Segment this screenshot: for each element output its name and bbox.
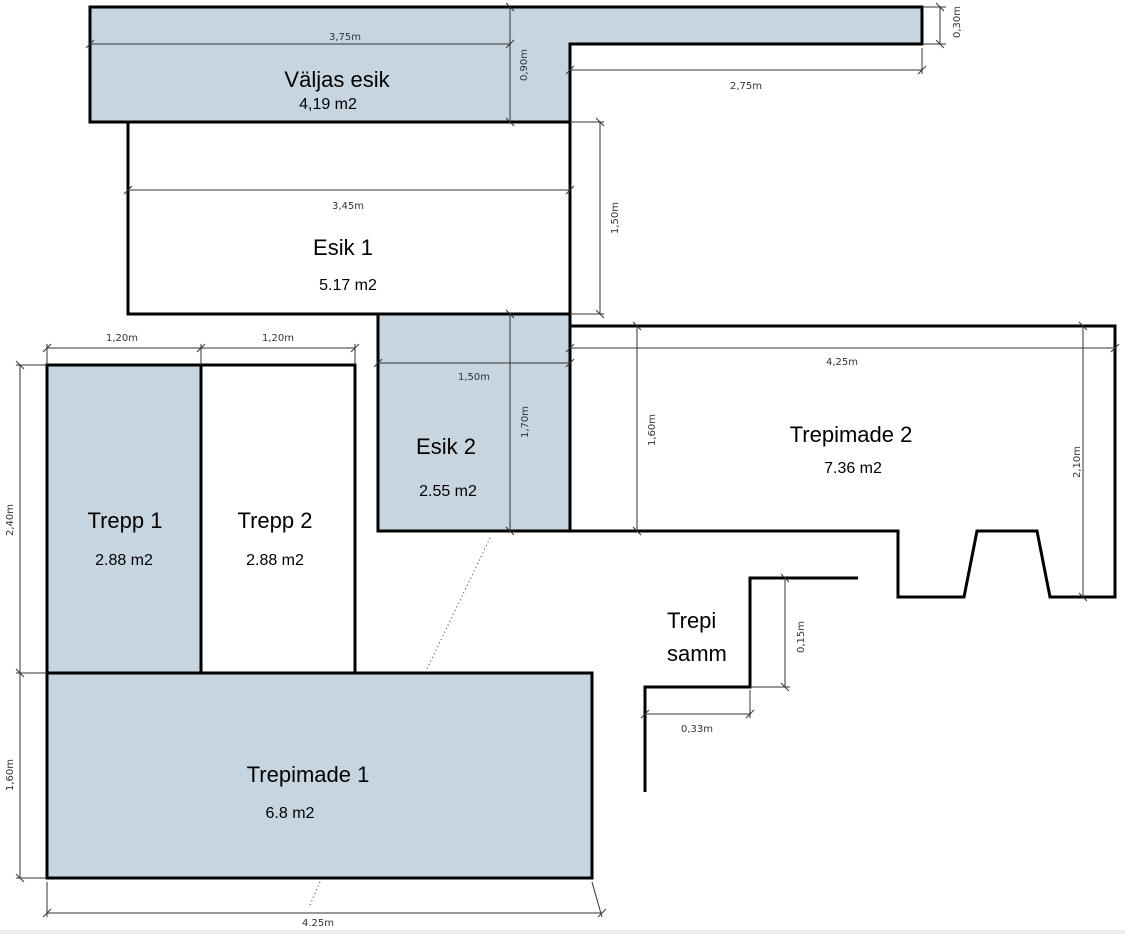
room-name: Trepimade 2	[790, 422, 913, 447]
room-area: 4,19 m2	[299, 96, 357, 113]
dim-label: 0,90m	[519, 49, 530, 81]
room-name: Trepimade 1	[247, 762, 370, 787]
room-area: 2.55 m2	[419, 483, 477, 500]
step-label-line1: Trepi	[667, 608, 716, 633]
dim-label: 1,20m	[106, 333, 138, 344]
dimension-ticks	[15, 2, 1120, 918]
dim-label: 0,33m	[681, 724, 713, 735]
dim-label: 1,60m	[647, 414, 658, 446]
room-area: 2.88 m2	[246, 552, 304, 569]
dimension-lines	[16, 6, 1115, 918]
dim-label: 2,40m	[5, 504, 16, 536]
room-name: Väljas esik	[284, 67, 390, 92]
room-trepimade-1	[45, 671, 594, 880]
leader-line	[424, 537, 491, 674]
room-trepimade-2	[568, 324, 1117, 599]
dim-label: 1,60m	[5, 759, 16, 791]
room-area: 2.88 m2	[95, 552, 153, 569]
dim-label: 1,70m	[520, 406, 531, 438]
room-esik-1	[126, 120, 572, 316]
dim-label: 1,20m	[262, 333, 294, 344]
bottom-strip	[0, 930, 1125, 934]
dim-label: 2,10m	[1072, 446, 1083, 478]
room-trepp-2	[199, 363, 357, 675]
dim-label: 4.25m	[302, 918, 334, 929]
room-area: 5.17 m2	[319, 277, 377, 294]
room-name: Trepp 2	[237, 508, 312, 533]
room-esik-2	[376, 312, 572, 533]
room-name: Trepp 1	[87, 508, 162, 533]
dim-label: 3,75m	[329, 32, 361, 43]
dim-label: 4,25m	[826, 357, 858, 368]
room-name: Esik 2	[416, 434, 476, 459]
room-trepp-1	[45, 363, 203, 675]
dim-label: 1,50m	[610, 202, 621, 234]
dim-label: 1,50m	[458, 372, 490, 383]
room-valjas-esik	[88, 5, 924, 124]
leader-line	[309, 881, 321, 906]
room-name: Esik 1	[313, 235, 373, 260]
dim-label: 2,75m	[730, 81, 762, 92]
dim-label: 0,15m	[796, 621, 807, 653]
room-area: 6.8 m2	[266, 805, 315, 822]
dim-label: 0,30m	[952, 6, 963, 38]
step-label-line2: samm	[667, 641, 727, 666]
room-area: 7.36 m2	[824, 460, 882, 477]
dim-label: 3,45m	[332, 201, 364, 212]
